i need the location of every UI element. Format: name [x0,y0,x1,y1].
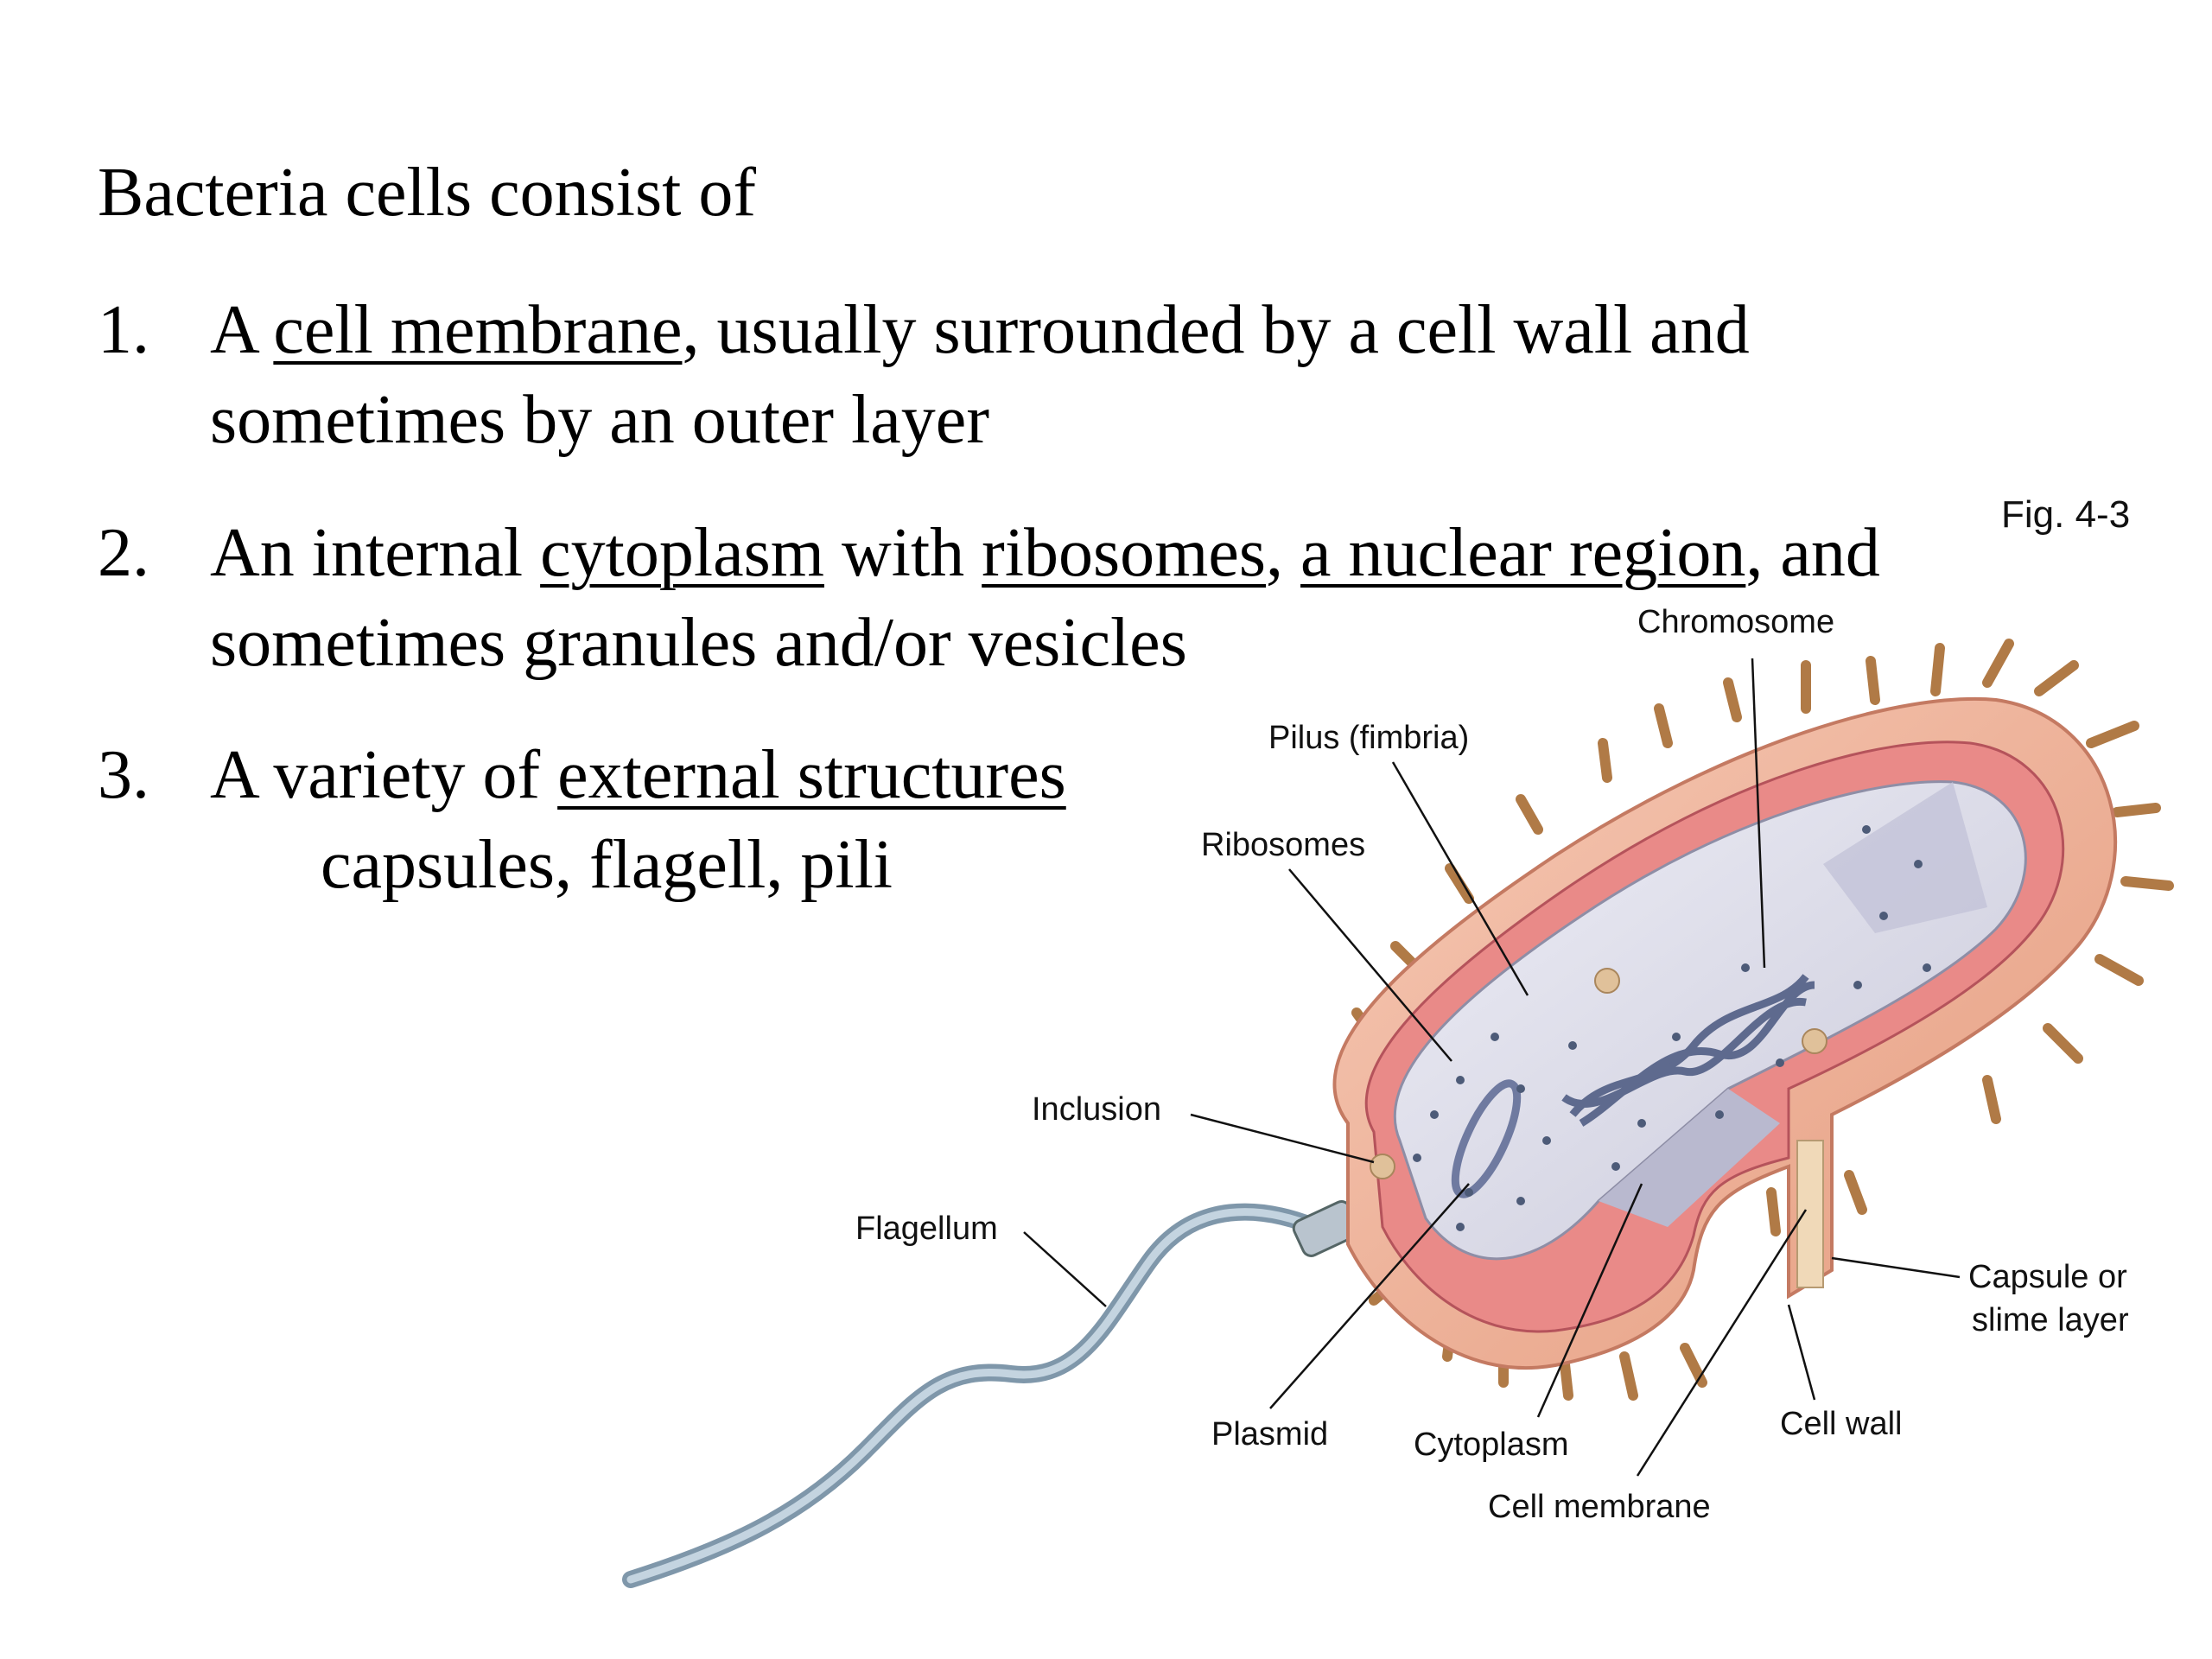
list-item-text: A cell membrane, usually surrounded by a… [210,285,1750,465]
slide-heading: Bacteria cells consist of [98,155,756,231]
label-inclusion: Inclusion [1032,1091,1161,1128]
term-ribosomes: ribosomes [982,515,1267,591]
text-run: , [1266,515,1301,591]
term-nuclear-region: a nuclear region [1300,515,1746,591]
pili [1351,639,2174,1401]
label-cytoplasm: Cytoplasm [1414,1427,1569,1463]
label-cell-membrane: Cell membrane [1488,1489,1711,1525]
figure-caption: Fig. 4-3 [2001,493,2130,536]
label-capsule-line2: slime layer [1972,1302,2129,1338]
label-ribosomes: Ribosomes [1201,827,1365,863]
term-cytoplasm: cytoplasm [540,515,824,591]
label-flagellum: Flagellum [855,1211,998,1247]
inclusions [1370,968,1827,1179]
label-pilus: Pilus (fimbria) [1268,720,1469,756]
chromosome-shape [1561,974,1815,1127]
list-item-text: An internal cytoplasm with ribosomes, a … [210,508,1880,688]
label-capsule-line1: Capsule or [1968,1259,2127,1295]
list-item-text: A variety of external structures capsule… [210,730,1066,910]
term-cell-membrane: cell membrane [273,292,683,368]
label-chromosome: Chromosome [1637,604,1834,640]
list-number: 1. [98,292,149,368]
list-number: 3. [98,737,149,813]
list-number: 2. [98,515,149,591]
ribosomes-shape [1413,825,1931,1231]
text-run: An internal [210,515,541,591]
label-cell-wall: Cell wall [1780,1406,1902,1442]
flagellum-shape [622,1200,1361,1588]
text-run: , and [1745,515,1880,591]
term-external-structures: external structures [557,737,1066,813]
text-line: capsules, flagell, pili [321,827,893,903]
label-plasmid: Plasmid [1211,1416,1328,1452]
text-run: , usually surrounded by a cell wall and [682,292,1750,368]
leader-lines [1023,658,1961,1477]
text-line: sometimes granules and/or vesicles [210,605,1187,681]
text-line: sometimes by an outer layer [210,382,989,458]
text-run: A variety of [210,737,558,813]
text-run: A [210,292,274,368]
text-run: with [823,515,982,591]
